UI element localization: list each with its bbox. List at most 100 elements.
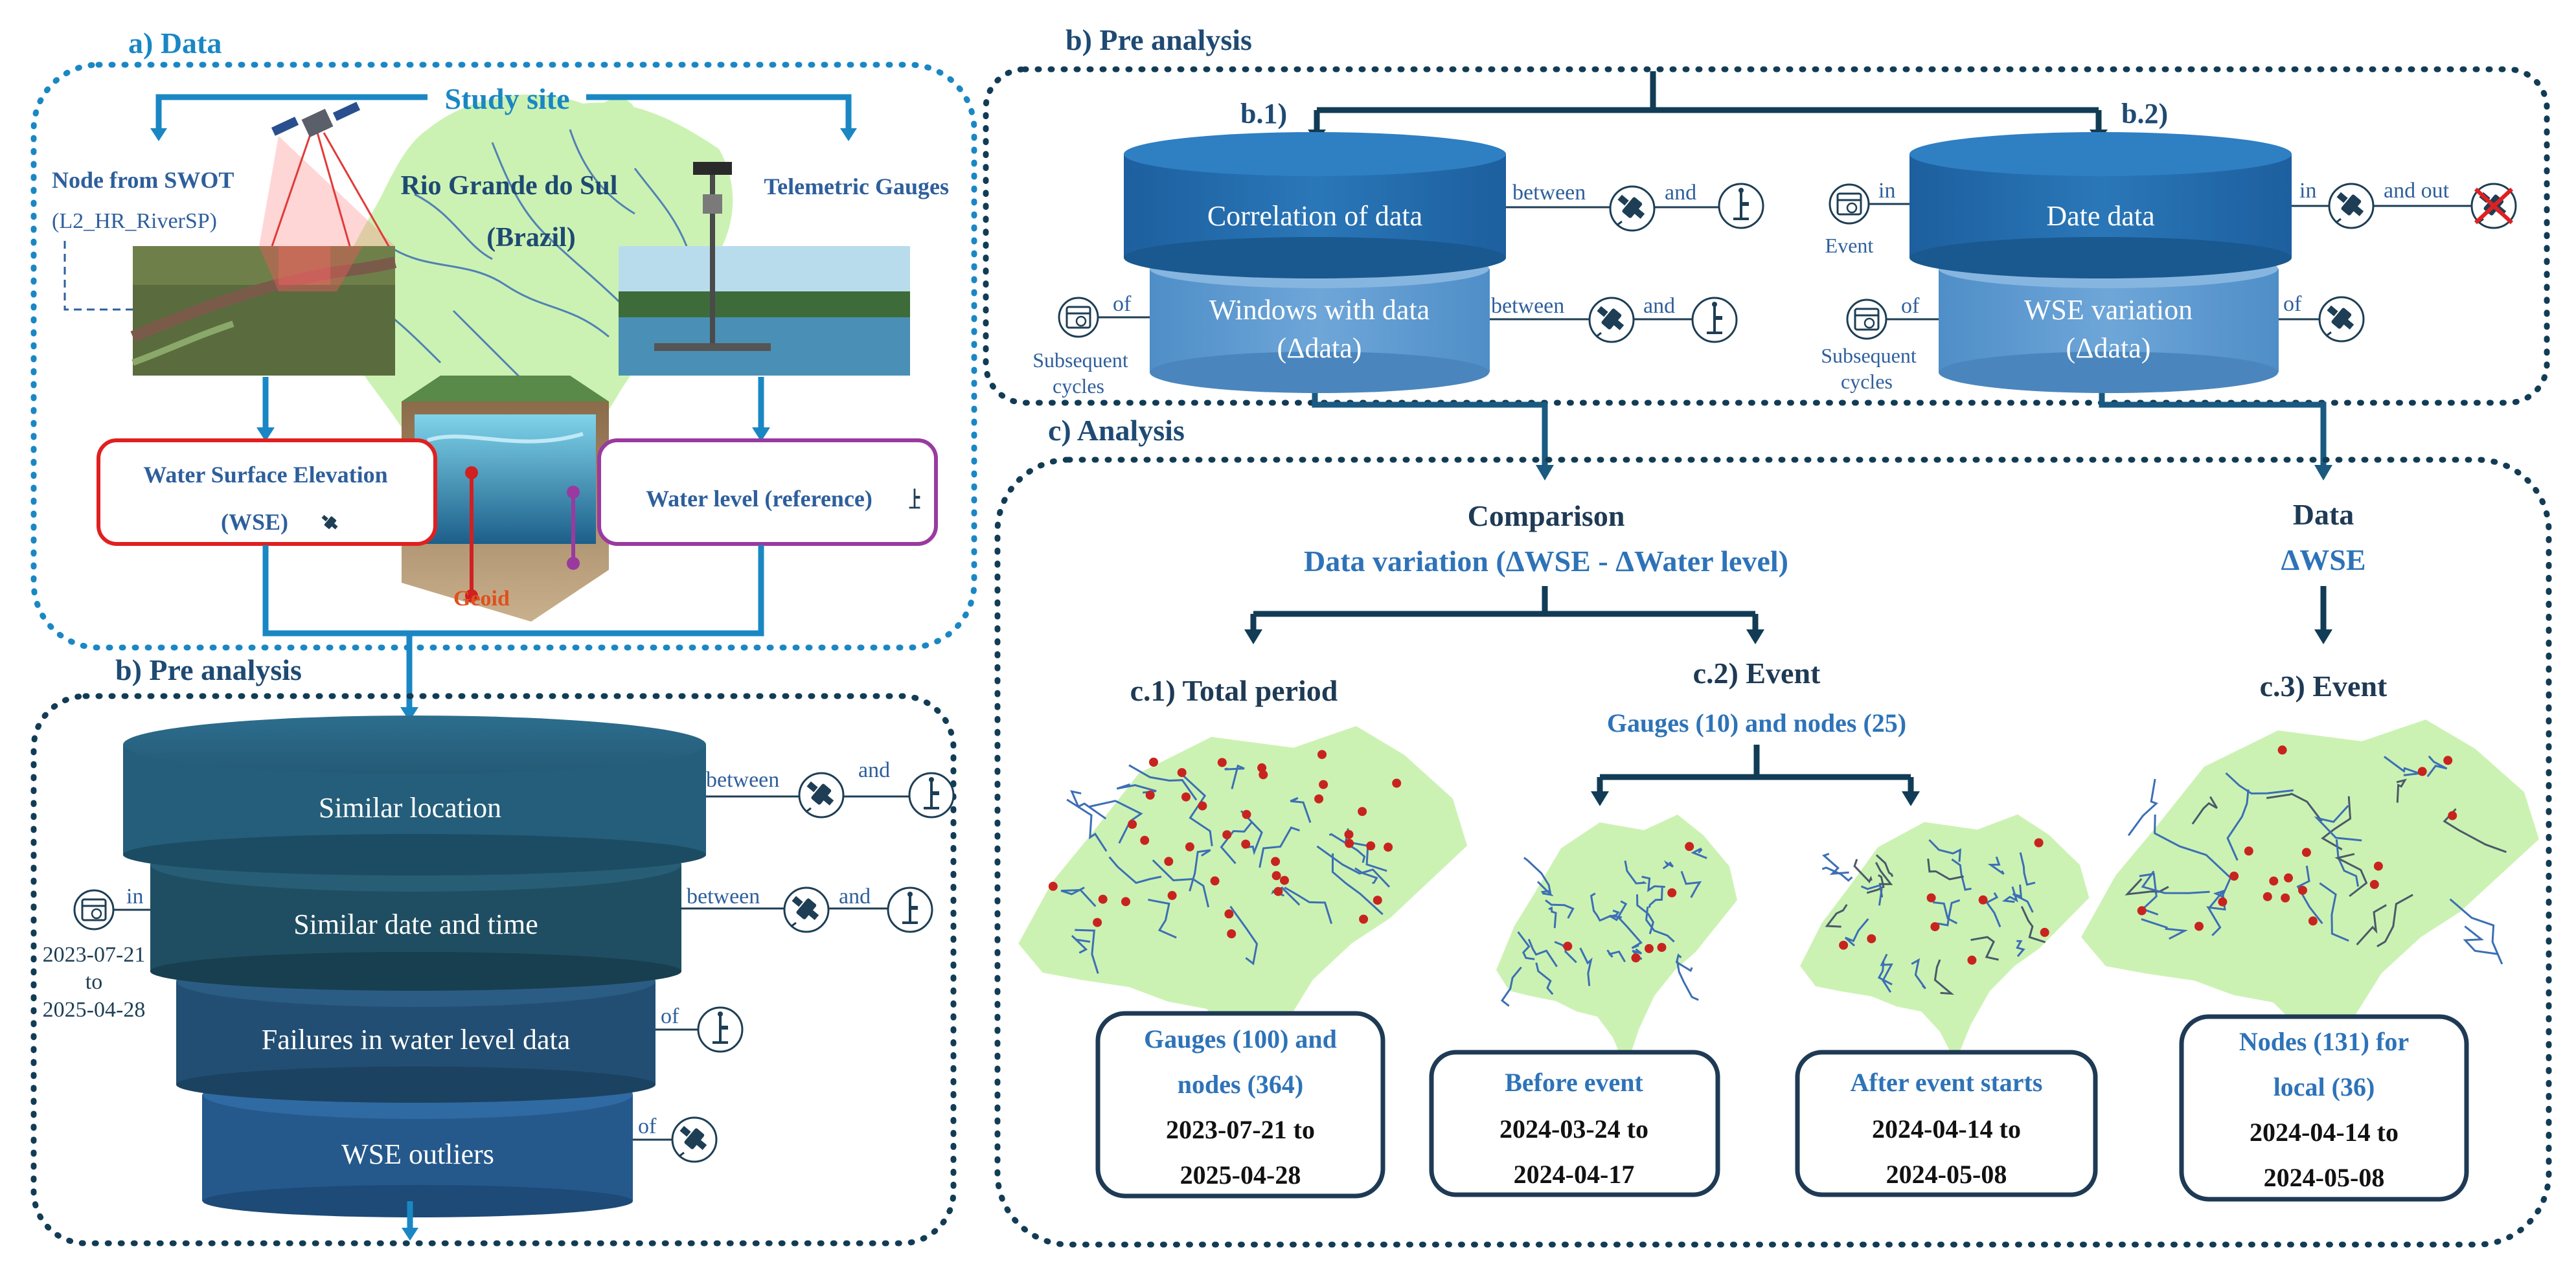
wse-variation-label-1: WSE variation bbox=[2024, 294, 2193, 326]
wse-box bbox=[97, 438, 437, 546]
windows-and: and bbox=[1643, 294, 1675, 318]
region-label: Rio Grande do Sul bbox=[401, 171, 618, 201]
map-before-event bbox=[1496, 815, 1737, 1068]
rs-map-bump bbox=[602, 98, 636, 129]
station-dot bbox=[1319, 780, 1328, 789]
river-line bbox=[2141, 870, 2210, 894]
wse-box-line2: (WSE) bbox=[221, 509, 288, 535]
section-b-pre-analysis-funnel: b) Pre analysis WSE outliers Failures in… bbox=[30, 653, 957, 1247]
station-dot bbox=[2269, 876, 2279, 886]
arrowhead-after bbox=[1902, 791, 1920, 806]
station-dot bbox=[2298, 885, 2307, 895]
state-outline bbox=[1496, 815, 1737, 1068]
row3-of: of bbox=[661, 1004, 679, 1028]
section-a-data: a) Data Study site Rio Grande do Sul (Br… bbox=[30, 27, 977, 721]
river-line bbox=[1128, 764, 1198, 801]
box4-line3: 2024-04-14 to bbox=[2250, 1118, 2399, 1147]
river-line bbox=[1937, 899, 1961, 927]
station-dot bbox=[1317, 750, 1327, 760]
merge-connector bbox=[262, 545, 764, 637]
station-dot bbox=[2040, 927, 2049, 937]
river-line bbox=[1224, 764, 1245, 789]
connector-b2-to-data bbox=[2099, 393, 2327, 466]
station-dot bbox=[1926, 893, 1936, 903]
box3-line2: 2024-04-14 to bbox=[1872, 1114, 2021, 1144]
river-line bbox=[1911, 958, 1926, 989]
station-dot bbox=[1280, 875, 1289, 885]
river-line bbox=[2321, 796, 2352, 851]
station-dot bbox=[1093, 918, 1102, 927]
calendar-icon bbox=[73, 889, 115, 931]
station-dot bbox=[1048, 881, 1058, 891]
river-line bbox=[1632, 948, 1643, 960]
analysis-maps bbox=[1018, 719, 2539, 1081]
map-c3-event bbox=[2081, 719, 2539, 1075]
station-dot bbox=[2443, 756, 2453, 765]
arrowhead-c1 bbox=[1244, 629, 1262, 644]
calendar-icon bbox=[1829, 183, 1870, 225]
arrowhead-c3 bbox=[2314, 629, 2332, 644]
river-line bbox=[1880, 953, 1893, 993]
river-line bbox=[2335, 839, 2359, 887]
river-line bbox=[2377, 894, 2413, 947]
section-b-funnel-title: b) Pre analysis bbox=[115, 653, 302, 686]
swot-product-label: (L2_HR_RiverSP) bbox=[52, 209, 217, 233]
river-line bbox=[2020, 906, 2046, 943]
box3-line1: After event starts bbox=[1851, 1068, 2043, 1097]
station-dot bbox=[1241, 839, 1251, 849]
arrowhead-swot bbox=[150, 128, 167, 141]
river-line bbox=[1316, 845, 1391, 888]
river-line bbox=[1933, 959, 1955, 995]
subsequent-a: Subsequent bbox=[1032, 348, 1128, 372]
funnel-layer-2-label: Similar date and time bbox=[293, 908, 538, 940]
station-dot bbox=[2034, 838, 2044, 848]
river-line bbox=[1548, 906, 1557, 929]
corr-between: between bbox=[1512, 181, 1586, 205]
station-dot bbox=[1098, 894, 1108, 904]
station-dot bbox=[1177, 768, 1187, 778]
river-line bbox=[1089, 800, 1143, 844]
gauges-label: Telemetric Gauges bbox=[764, 174, 949, 199]
section-b-top-border bbox=[983, 66, 2550, 406]
station-dot bbox=[1222, 830, 1232, 840]
section-a-border bbox=[30, 62, 977, 651]
station-dot bbox=[2281, 893, 2290, 903]
station-dot bbox=[2137, 906, 2147, 916]
river-line bbox=[2384, 756, 2420, 776]
river-line bbox=[1933, 901, 1958, 925]
river-line bbox=[1680, 870, 1702, 898]
river-line bbox=[1071, 934, 1091, 954]
satellite-icon bbox=[2318, 296, 2365, 343]
river-line bbox=[2226, 789, 2250, 861]
station-dot bbox=[1657, 943, 1667, 953]
station-dot bbox=[1685, 842, 1694, 852]
connector-b1-to-comparison bbox=[1312, 393, 1548, 466]
station-dot bbox=[1181, 792, 1191, 802]
row1-and: and bbox=[858, 758, 890, 782]
river-line bbox=[1866, 874, 1885, 894]
arrow-study-to-gauges bbox=[586, 94, 852, 130]
station-dot bbox=[1259, 770, 1268, 780]
river-line bbox=[2154, 814, 2231, 879]
station-dot bbox=[1930, 922, 1940, 932]
river-line bbox=[1284, 886, 1333, 924]
river-line bbox=[1691, 847, 1707, 859]
date-in-out-in: in bbox=[2299, 179, 2316, 203]
river-line bbox=[1331, 853, 1384, 916]
arrowhead-funnel-out bbox=[402, 1228, 418, 1241]
windows-label-1: Windows with data bbox=[1209, 294, 1430, 326]
river-line bbox=[2207, 876, 2232, 910]
river-line bbox=[1641, 875, 1665, 892]
river-line bbox=[1590, 892, 1602, 922]
box3-line3: 2024-05-08 bbox=[1886, 1160, 2007, 1189]
funnel-layer-4-label: WSE outliers bbox=[341, 1138, 494, 1170]
river-line bbox=[1636, 894, 1655, 934]
river-line bbox=[2463, 925, 2499, 955]
river-line bbox=[1536, 881, 1554, 897]
state-outline bbox=[1800, 814, 2090, 1062]
river-line bbox=[1259, 826, 1300, 868]
station-dot bbox=[2448, 811, 2457, 820]
info-box-total-period: Gauges (100) and nodes (364) 2023-07-21 … bbox=[1095, 1011, 1385, 1199]
satellite-icon bbox=[1588, 297, 1635, 343]
station-dot bbox=[2373, 861, 2383, 871]
